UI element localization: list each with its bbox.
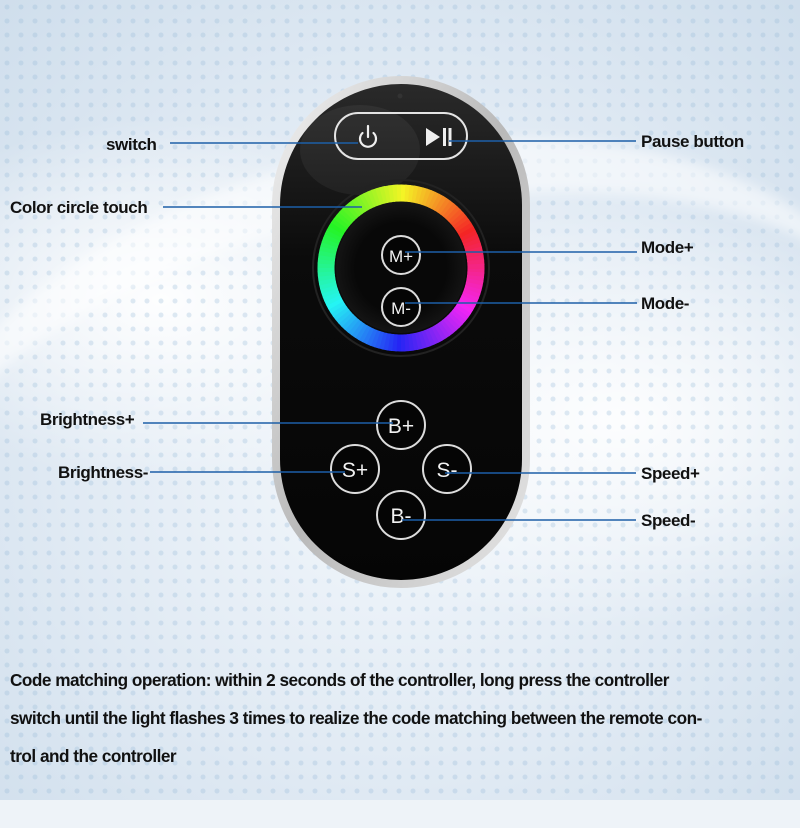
switch-callout: switch [106,136,157,153]
description-line-3: trol and the controller [10,737,790,775]
color-circle-callout: Color circle touch [10,199,147,216]
mode-plus-button[interactable]: M+ [382,236,420,274]
brightness-minus-callout: Brightness- [58,464,148,481]
speed-minus-callout: Speed- [641,512,695,529]
indicator-led [398,94,403,99]
brightness-minus-button[interactable]: B- [377,491,425,539]
speed-minus-label: S- [437,459,458,482]
diagram-canvas: M+ M- B+ S+ S- B- [0,0,800,800]
brightness-plus-label: B+ [388,415,414,438]
description-line-2: switch until the light flashes 3 times t… [10,699,790,737]
brightness-plus-button[interactable]: B+ [377,401,425,449]
speed-minus-button[interactable]: S- [423,445,471,493]
mode-plus-callout: Mode+ [641,239,693,256]
brightness-minus-label: B- [391,505,412,528]
speed-plus-button[interactable]: S+ [331,445,379,493]
mode-minus-callout: Mode- [641,295,689,312]
speed-plus-callout: Speed+ [641,465,700,482]
code-matching-description: Code matching operation: within 2 second… [10,661,790,775]
pause-button-callout: Pause button [641,133,744,150]
mode-plus-label: M+ [389,247,413,266]
description-line-1: Code matching operation: within 2 second… [10,661,790,699]
mode-minus-label: M- [391,299,411,318]
speed-plus-label: S+ [342,459,368,482]
brightness-plus-callout: Brightness+ [40,411,134,428]
mode-minus-button[interactable]: M- [382,288,420,326]
body-reflection [300,105,420,195]
